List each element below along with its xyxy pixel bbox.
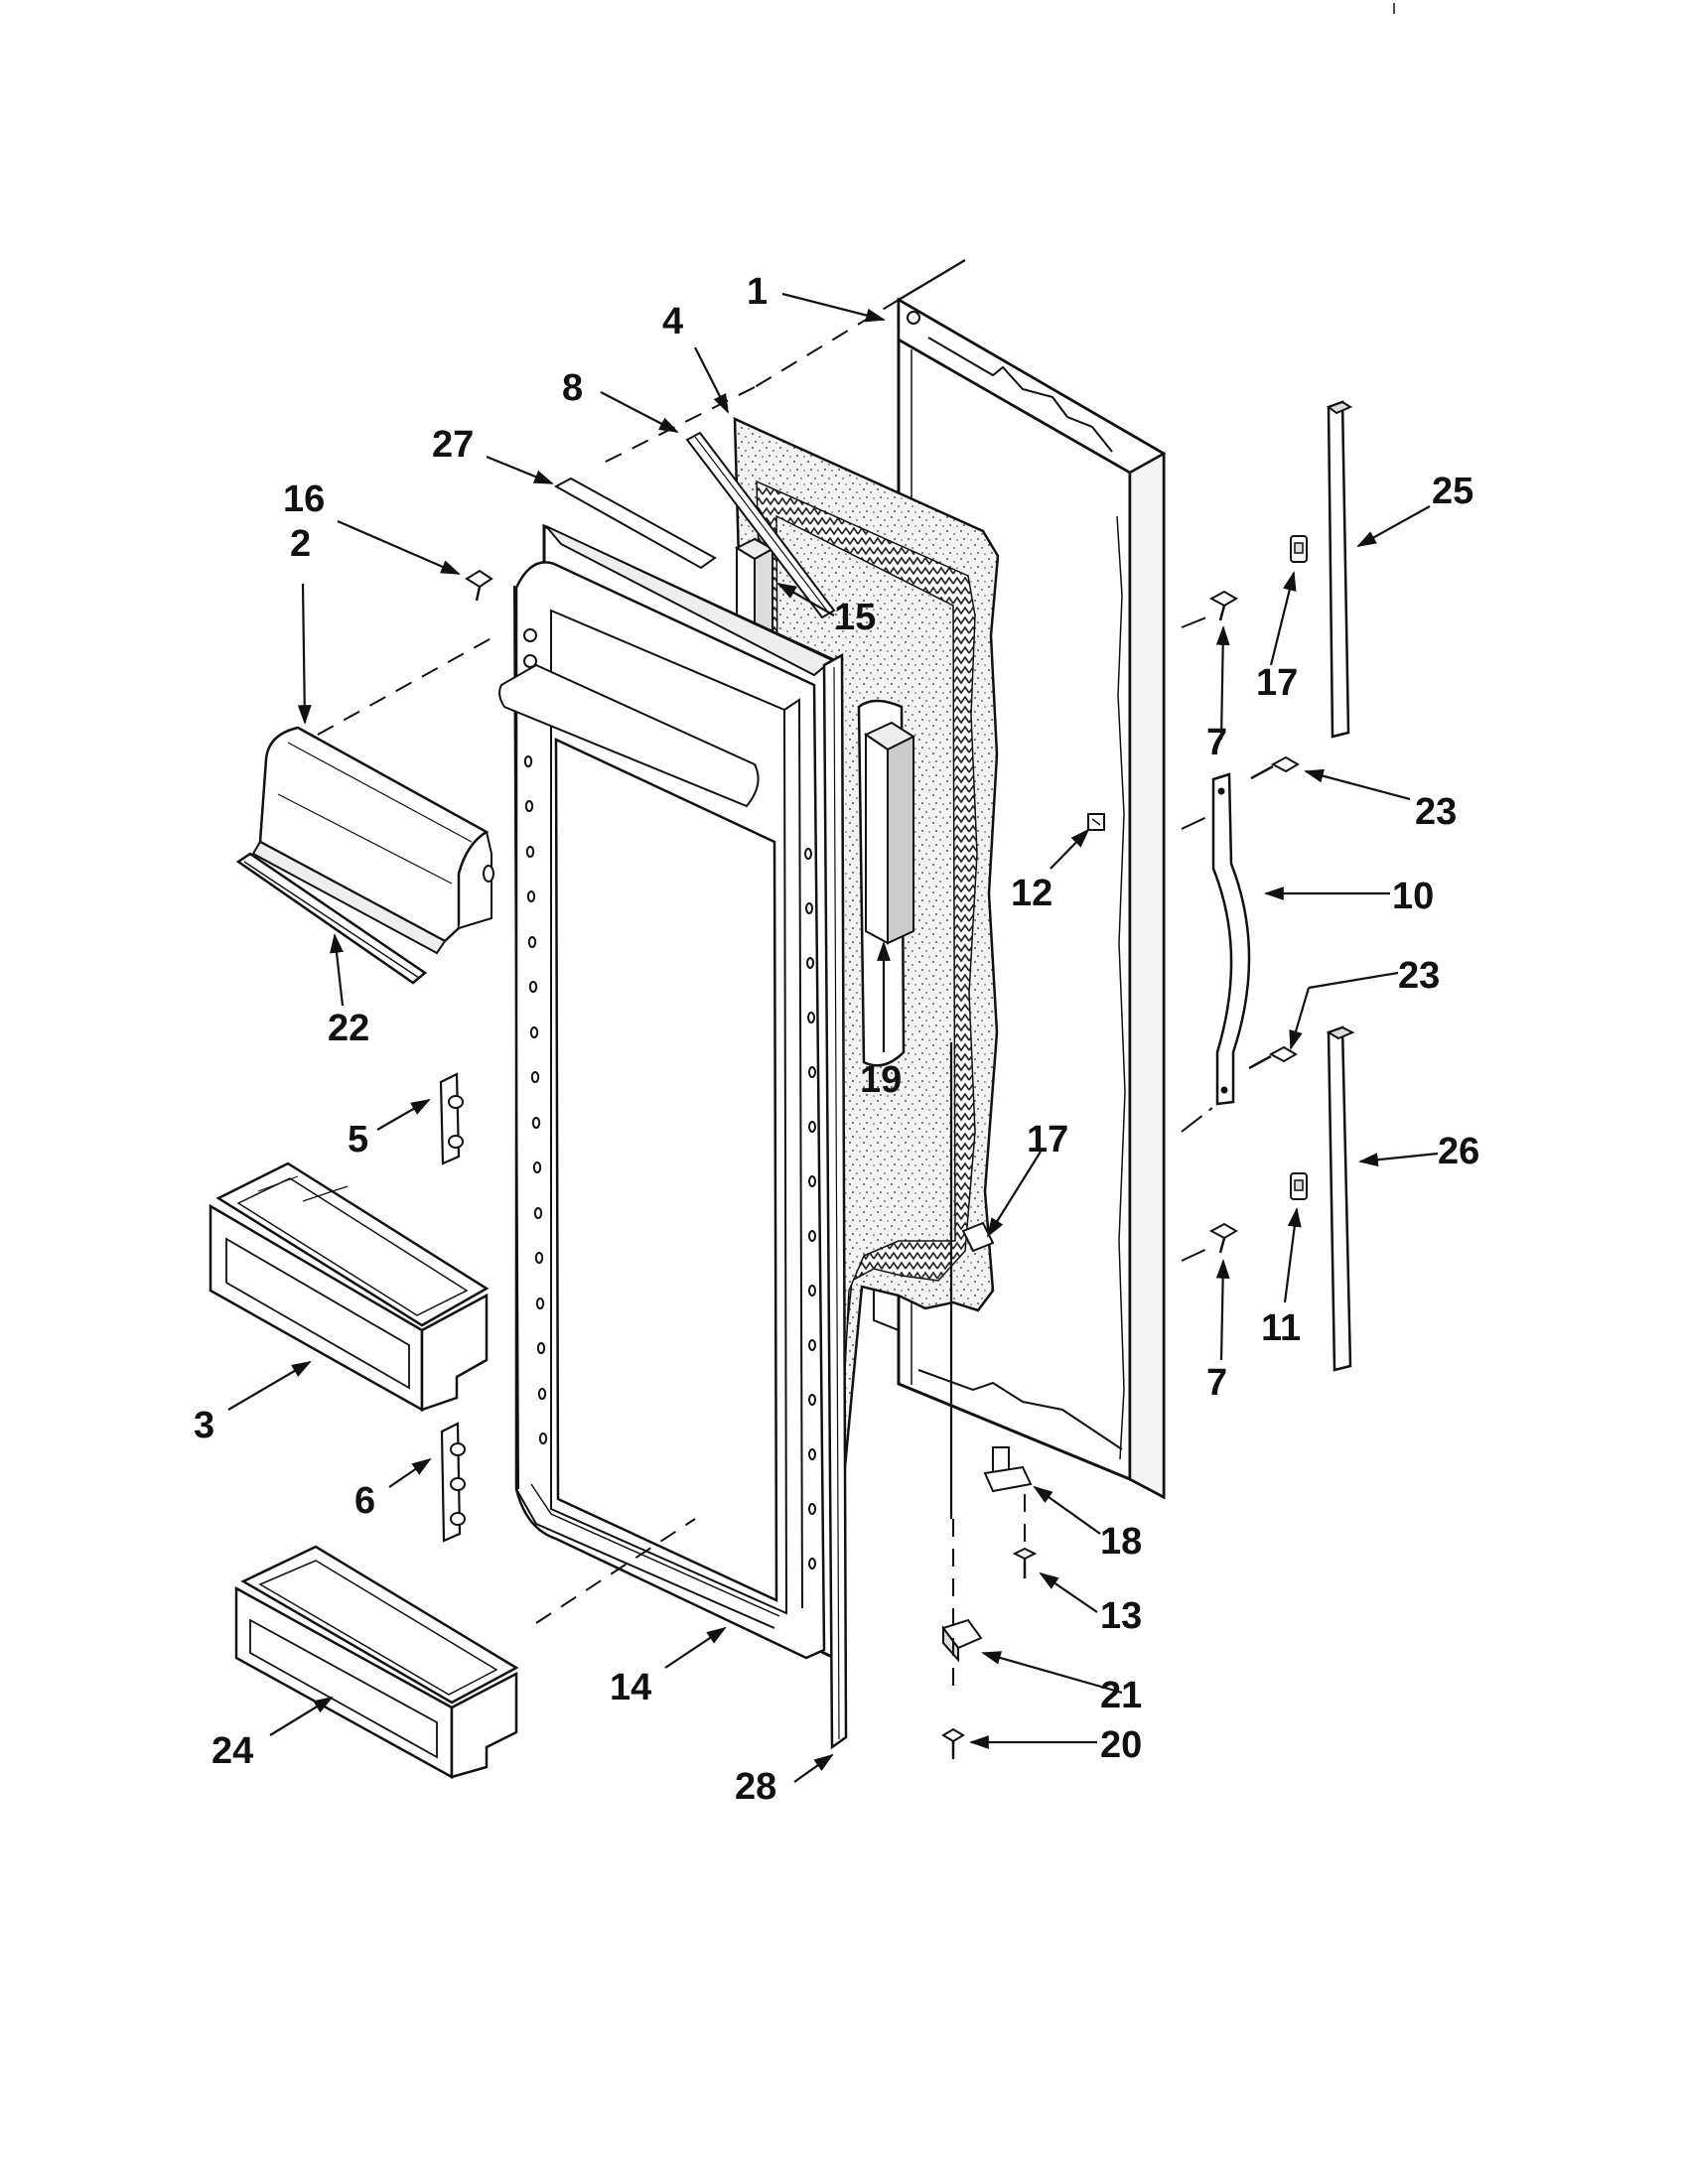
hinge-bushing: [983, 1446, 1033, 1493]
assembly-lines: [317, 299, 1218, 1688]
door-shelf-upper: [209, 1161, 490, 1413]
door-liner: [498, 523, 836, 1661]
callout-6: 6: [354, 1480, 375, 1522]
callout-7-lower: 7: [1206, 1362, 1227, 1404]
hinge-bracket: [941, 1618, 983, 1663]
callout-24: 24: [211, 1730, 253, 1772]
clip-12: [1087, 813, 1105, 831]
callout-10: 10: [1392, 876, 1434, 917]
door-handle: [1211, 772, 1251, 1106]
callout-labels: 1 2 3 4 5 6 7 7 8 10 11 12 13 14 15 16 1…: [194, 271, 1479, 1808]
callout-21: 21: [1100, 1675, 1142, 1716]
leader-arrows: [227, 292, 1439, 1783]
callout-26: 26: [1438, 1131, 1479, 1172]
clip-17-upper: [1290, 535, 1308, 563]
callout-8: 8: [562, 367, 583, 409]
callout-1: 1: [747, 271, 768, 313]
screw-23-lower: [1248, 1045, 1298, 1070]
callout-17-upper: 17: [1256, 662, 1298, 704]
trim-strip: [822, 652, 848, 1750]
door-shelf-lower: [234, 1545, 519, 1780]
callout-5: 5: [348, 1119, 368, 1160]
door-trim-lower: [1326, 1025, 1355, 1372]
clip-11: [1290, 1172, 1308, 1200]
gasket: [553, 431, 836, 619]
callout-15: 15: [834, 597, 876, 638]
shelf-support-6: [440, 1422, 466, 1543]
screw-7-lower: [1208, 1222, 1238, 1254]
callout-28: 28: [735, 1766, 776, 1808]
callout-23-upper: 23: [1415, 791, 1457, 833]
screw-16: [465, 569, 493, 602]
callout-19: 19: [860, 1059, 902, 1101]
callout-4: 4: [662, 301, 683, 342]
screw-20: [941, 1727, 965, 1759]
insulation-strip: [857, 699, 916, 1067]
dairy-door: [235, 726, 494, 985]
callout-14: 14: [610, 1667, 651, 1708]
callout-16: 16: [283, 478, 325, 520]
callout-25: 25: [1432, 471, 1474, 512]
callout-22: 22: [328, 1008, 369, 1049]
callout-7-upper: 7: [1206, 722, 1227, 763]
callout-23-lower: 23: [1398, 955, 1440, 997]
clip-17-lower: [961, 1221, 995, 1253]
screw-7-upper: [1208, 590, 1238, 621]
callout-13: 13: [1100, 1595, 1142, 1637]
screw-23-upper: [1250, 755, 1300, 780]
door-trim-upper: [1326, 400, 1353, 739]
callout-12: 12: [1011, 873, 1052, 914]
callout-3: 3: [194, 1405, 214, 1446]
callout-2: 2: [290, 523, 311, 565]
screw-13: [1012, 1547, 1038, 1578]
callout-20: 20: [1100, 1724, 1142, 1766]
callout-11: 11: [1261, 1307, 1301, 1349]
shelf-support-5: [439, 1072, 464, 1165]
callout-27: 27: [432, 424, 474, 466]
callout-18: 18: [1100, 1521, 1142, 1563]
callout-17-lower: 17: [1027, 1119, 1068, 1160]
